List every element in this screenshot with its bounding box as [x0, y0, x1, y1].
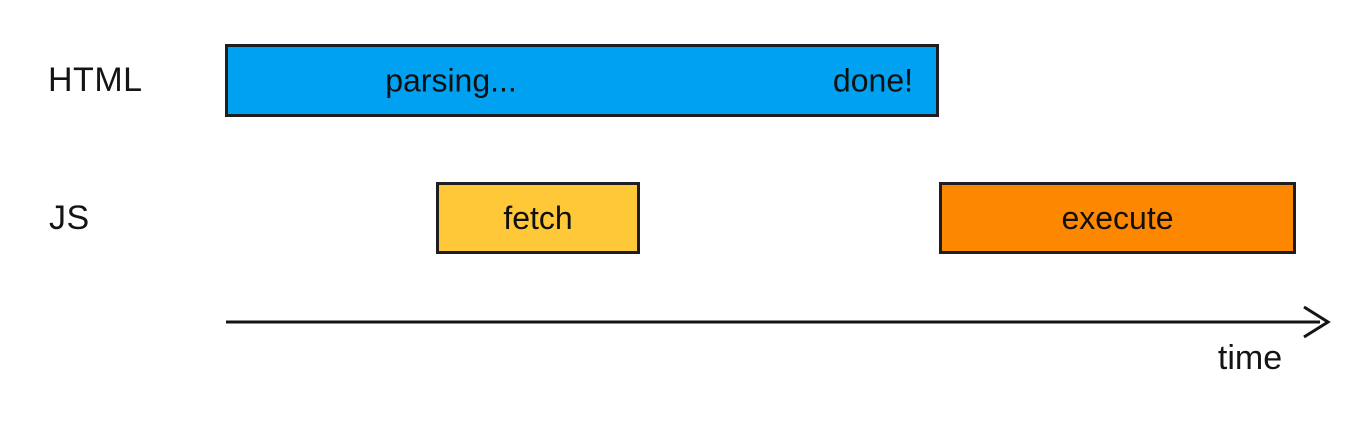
- js-fetch-bar: fetch: [436, 182, 640, 254]
- parsing-label: parsing...: [385, 62, 517, 98]
- time-axis-arrow: [226, 305, 1331, 339]
- js-execute-bar: execute: [939, 182, 1296, 254]
- done-label: done!: [832, 62, 913, 98]
- fetch-label: fetch: [503, 199, 573, 236]
- row-label-html: HTML: [48, 61, 143, 99]
- row-label-js: JS: [49, 198, 90, 237]
- time-axis-label: time: [1217, 339, 1283, 377]
- html-parsing-bar: parsing... done!: [225, 44, 939, 117]
- execute-label: execute: [1061, 199, 1174, 236]
